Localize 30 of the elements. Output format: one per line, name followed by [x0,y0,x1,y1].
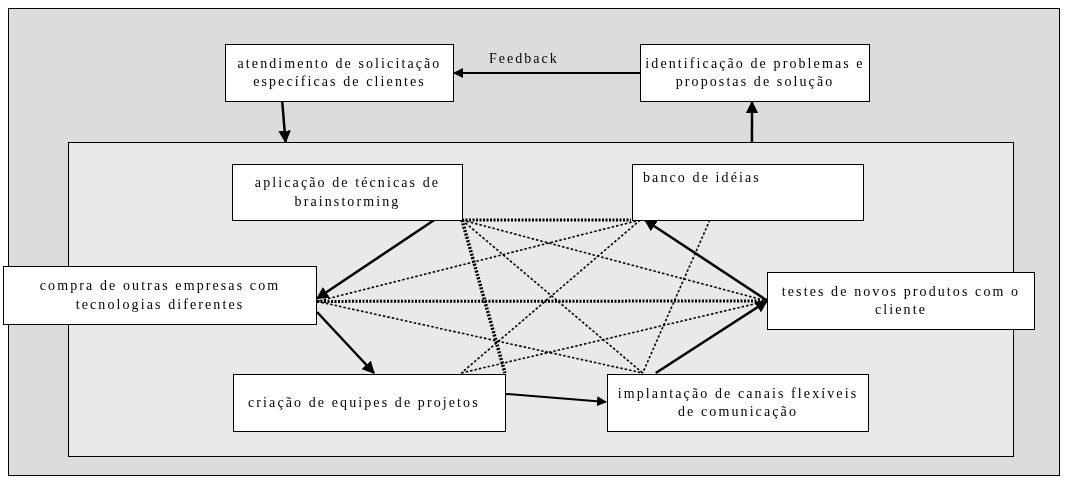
box-text: compra de outras empresas com tecnologias diferentes [38,277,282,314]
process-box [640,44,870,102]
process-box [632,164,864,221]
box-text: identificação de problemas e propostas de solução [644,54,866,91]
process-box [233,374,506,432]
box-text: aplicação de técnicas de brainstorming [253,174,442,211]
arrow [278,101,291,144]
process-box [607,374,869,432]
dotted-line [641,219,711,374]
arrow [315,218,435,300]
arrow [655,299,769,375]
dotted-line [317,299,767,303]
arrow [745,100,759,142]
box-text: implantação de canais flexíveis de comunicação [616,384,860,421]
arrow [453,68,641,78]
dotted-line [316,300,644,374]
process-box [3,266,317,325]
arrow [504,392,607,407]
arrow [643,218,768,302]
arrow [316,311,375,374]
box-text: banco de idéias [642,169,762,187]
process-box [225,44,454,102]
process-box [767,272,1035,330]
process-box [232,164,463,221]
dotted-line [462,218,631,222]
dotted-line [460,300,768,374]
dotted-line [460,219,507,374]
box-text: testes de novos produtos com o cliente [780,282,1022,319]
box-text: criação de equipes de projetos [247,393,481,412]
box-text: atendimento de solicitação específicas de clientes [236,54,443,91]
